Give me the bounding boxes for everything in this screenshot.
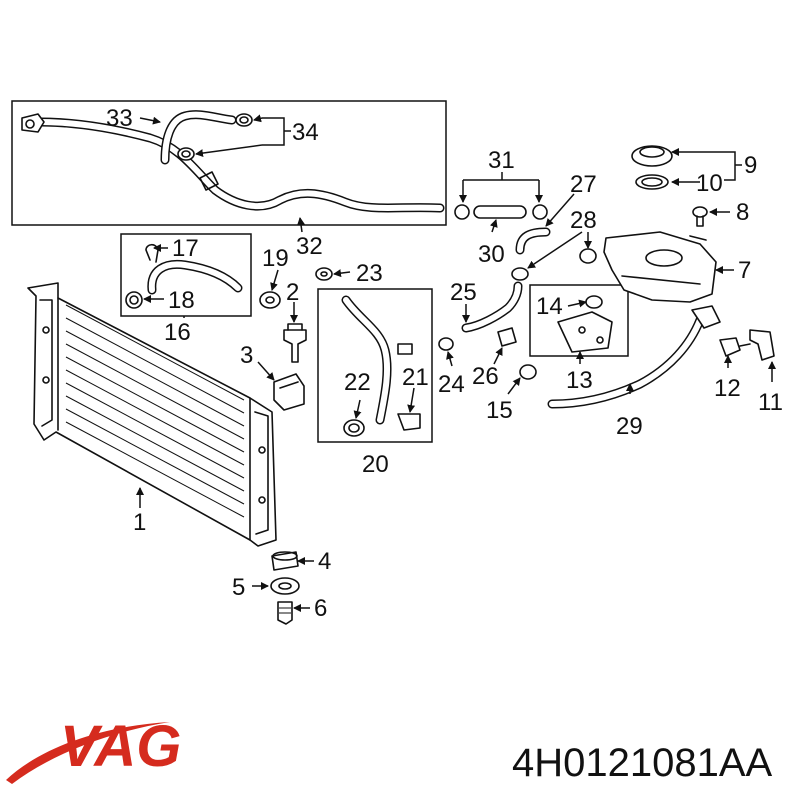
connector-12 (719, 337, 751, 357)
callout-22: 22 (344, 369, 371, 396)
callout-30: 30 (478, 241, 505, 268)
callout-1: 1 (133, 509, 146, 536)
gasket-21 (397, 413, 421, 431)
clamp-24 (438, 337, 454, 351)
clamp-28-left (511, 267, 529, 281)
hose-20 (341, 295, 413, 425)
svg-text:VAG: VAG (60, 714, 181, 779)
part-number: 4H0121081AA (512, 741, 773, 785)
bracket-11 (749, 329, 775, 361)
hose-30 (473, 205, 527, 219)
callout-6: 6 (314, 595, 327, 622)
callout-34: 34 (292, 119, 319, 146)
mount-3 (273, 373, 305, 411)
bracket-9 (724, 151, 742, 181)
clamp-34-lower (177, 147, 195, 161)
callout-27: 27 (570, 171, 597, 198)
bracket-13 (557, 311, 613, 353)
callout-8: 8 (736, 199, 749, 226)
seal-10 (635, 174, 669, 190)
callout-9: 9 (744, 152, 757, 179)
mount-4 (271, 551, 299, 571)
callout-33: 33 (106, 105, 133, 132)
callout-31: 31 (488, 147, 515, 174)
group-box-20 (317, 288, 433, 443)
pipe-25 (461, 281, 523, 333)
callout-20: 20 (362, 451, 389, 478)
callout-25: 25 (450, 279, 477, 306)
clamp-31-left (454, 204, 470, 220)
clamp-34-upper (235, 113, 253, 127)
clamp-31-right (532, 204, 548, 220)
callout-28: 28 (570, 207, 597, 234)
hose-32 (21, 113, 445, 213)
clamp-23 (315, 267, 333, 281)
callout-32: 32 (296, 233, 323, 260)
callout-23: 23 (356, 260, 383, 287)
callout-15: 15 (486, 397, 513, 424)
radiator (27, 282, 277, 547)
callout-10: 10 (696, 170, 723, 197)
grommet-26 (497, 327, 517, 347)
bracket-34 (262, 117, 291, 146)
callout-7: 7 (738, 257, 751, 284)
sensor-2 (283, 323, 307, 363)
cap-9 (631, 145, 673, 167)
hose-27 (515, 227, 551, 255)
hose-18 (125, 259, 243, 309)
callout-29: 29 (616, 413, 643, 440)
callout-19: 19 (262, 245, 289, 272)
callout-2: 2 (286, 279, 299, 306)
group-box-32 (11, 100, 447, 226)
group-box-16 (120, 233, 252, 317)
callout-21: 21 (402, 364, 429, 391)
callout-26: 26 (472, 363, 499, 390)
callout-24: 24 (438, 371, 465, 398)
callout-18: 18 (168, 287, 195, 314)
expansion-tank (603, 231, 717, 303)
callout-12: 12 (714, 375, 741, 402)
washer-5 (270, 577, 300, 595)
clamp-28-right (579, 248, 597, 264)
vag-logo: VAG (6, 714, 181, 784)
seal-22 (343, 419, 365, 437)
leader-lines (136, 114, 776, 612)
callout-3: 3 (240, 342, 253, 369)
cap-19 (259, 291, 281, 309)
callout-5: 5 (232, 574, 245, 601)
grommet-14 (585, 295, 603, 309)
callout-17: 17 (172, 235, 199, 262)
bolt-6 (277, 601, 293, 625)
callout-11: 11 (758, 389, 783, 416)
callout-4: 4 (318, 548, 331, 575)
screw-8 (692, 206, 708, 227)
bracket-31 (463, 172, 539, 181)
callout-13: 13 (566, 367, 593, 394)
callout-16: 16 (164, 319, 191, 346)
hose-29 (547, 305, 721, 409)
hose-33 (160, 110, 237, 165)
callout-14: 14 (536, 293, 563, 320)
grommet-15 (519, 364, 537, 380)
